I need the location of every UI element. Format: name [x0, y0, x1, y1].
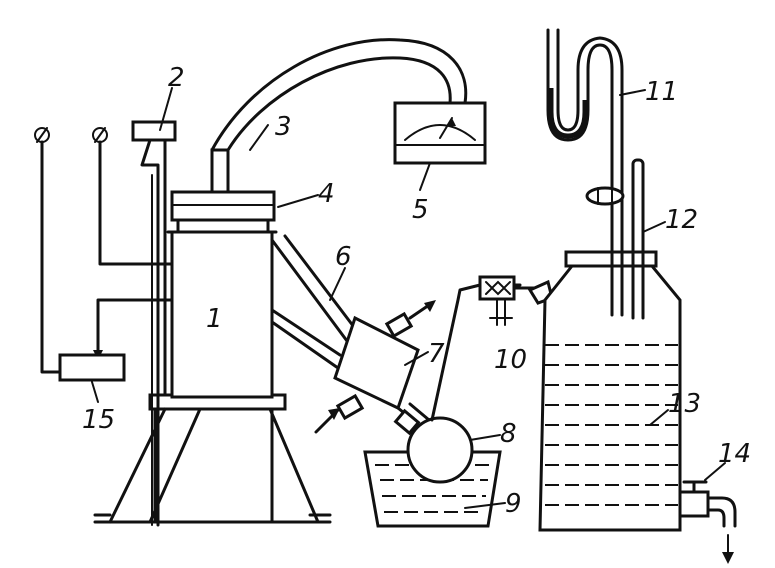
label-5: 5 [412, 195, 429, 225]
gauge-meter [393, 101, 487, 165]
label-12: 12 [665, 205, 698, 235]
reservoir-vessel [538, 250, 682, 532]
label-10: 10 [494, 345, 527, 375]
label-8: 8 [500, 419, 517, 449]
label-1: 1 [206, 304, 223, 334]
condenser [314, 300, 437, 434]
number-labels: 1 2 3 4 5 6 7 8 9 10 11 12 13 14 15 [82, 63, 751, 519]
support-stand [93, 393, 332, 524]
u-tube-manometer [546, 28, 625, 312]
connecting-tube [210, 38, 468, 194]
label-6: 6 [335, 242, 352, 272]
label-14: 14 [718, 439, 751, 469]
reaction-column [166, 230, 278, 399]
thermocouple [131, 120, 177, 527]
label-3: 3 [275, 112, 292, 142]
label-7: 7 [428, 339, 445, 369]
label-15: 15 [82, 405, 115, 435]
label-9: 9 [505, 489, 522, 519]
regulator-box [58, 353, 126, 382]
label-13: 13 [668, 389, 701, 419]
electrical-leads [34, 127, 174, 382]
support-bars [270, 234, 362, 370]
column-cover [170, 190, 276, 234]
drain-tap [678, 480, 737, 564]
label-2: 2 [168, 63, 185, 93]
leader-lines [91, 87, 726, 509]
label-4: 4 [318, 179, 335, 209]
label-11: 11 [645, 77, 678, 107]
